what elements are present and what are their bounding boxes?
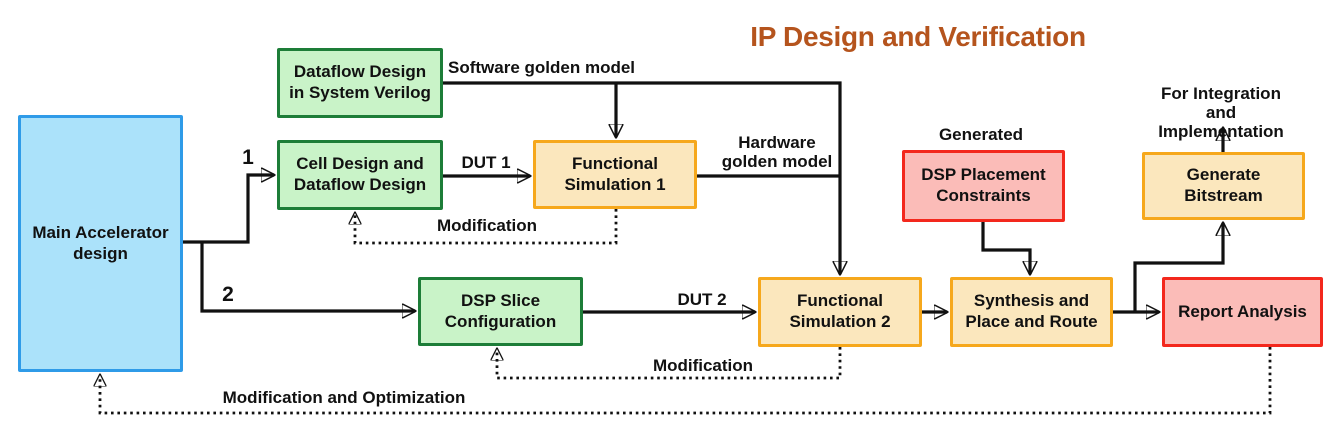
page-title: IP Design and Verification (750, 21, 1086, 52)
dut-2-label: DUT 2 (677, 290, 727, 309)
functional-simulation-1-box: Functional Simulation 1 (533, 140, 697, 209)
modification-top-label: Modification (436, 216, 538, 235)
report-analysis-box: Report Analysis (1162, 277, 1323, 347)
hardware-golden-model-label: Hardware golden model (721, 133, 833, 172)
arrow-to-generate-bitstream (1133, 223, 1223, 312)
branch-1-label: 1 (242, 146, 254, 169)
dsp-slice-configuration-box: DSP Slice Configuration (418, 277, 583, 346)
arrow-dsp-placement-to-synthesis (981, 222, 1030, 274)
generate-bitstream-box: Generate Bitstream (1142, 152, 1305, 220)
cell-design-box: Cell Design and Dataflow Design (277, 140, 443, 210)
branch-2-label: 2 (222, 283, 234, 306)
synthesis-place-route-box: Synthesis and Place and Route (950, 277, 1113, 347)
dut-1-label: DUT 1 (461, 153, 511, 172)
modification-bottom-label: Modification (652, 356, 754, 375)
functional-simulation-2-box: Functional Simulation 2 (758, 277, 922, 347)
software-golden-model-label: Software golden model (448, 58, 636, 77)
modification-optimization-label: Modification and Optimization (222, 388, 466, 407)
main-accelerator-design-box: Main Accelerator design (18, 115, 183, 372)
for-integration-implementation-label: For Integration and Implementation (1158, 84, 1284, 142)
dotted-mod-optimization-to-main (100, 347, 1272, 415)
arrow-branch1-to-cell-design (183, 175, 274, 244)
arrow-software-golden-model-to-funcsim2 (443, 81, 840, 274)
generated-label: Generated (938, 125, 1024, 144)
dsp-placement-constraints-box: DSP Placement Constraints (902, 150, 1065, 222)
arrow-branch2-to-dsp-slice (200, 242, 415, 311)
dataflow-design-box: Dataflow Design in System Verilog (277, 48, 443, 118)
